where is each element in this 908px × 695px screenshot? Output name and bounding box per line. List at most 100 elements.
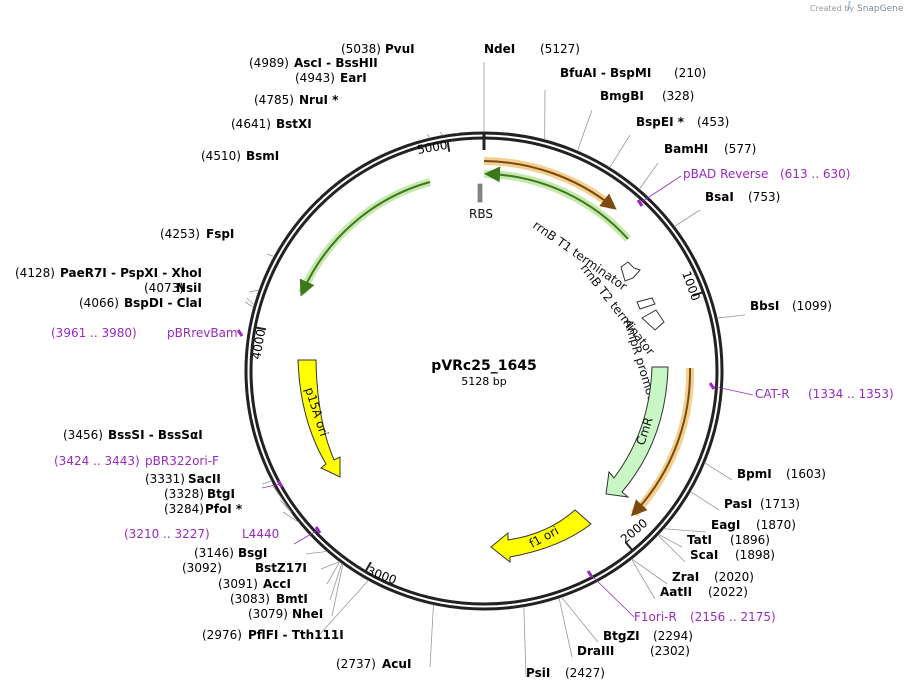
feature-green-left[interactable] (299, 181, 431, 297)
site-name: ZraI (672, 570, 699, 584)
feature-orange-right[interactable] (630, 367, 692, 517)
feature-orange-top[interactable] (483, 160, 617, 210)
restriction-site[interactable]: NdeI(5127) (484, 42, 580, 56)
restriction-site[interactable]: PvuI(5038) (341, 42, 415, 56)
feature-f1-ori-arrow[interactable] (490, 509, 592, 564)
restriction-site[interactable]: BssSI - BssSαI(3456) (63, 428, 203, 442)
tick-label: 1000 (679, 269, 703, 302)
site-name: FspI (206, 227, 234, 241)
site-name: TatI (687, 533, 712, 547)
restriction-site[interactable]: PaeR7I - PspXI - XhoI(4128) (15, 266, 202, 280)
primer-range: (613 .. 630) (780, 167, 850, 181)
restriction-site[interactable]: BmtI(3083) (230, 592, 308, 606)
site-leader-line (609, 134, 631, 168)
site-coordinate: (2020) (714, 570, 754, 584)
restriction-site[interactable]: BtgZI(2294) (603, 629, 693, 643)
tick-label: 4000 (249, 328, 268, 361)
restriction-site[interactable]: BsmI (4510) (201, 149, 279, 163)
site-name: AatII (660, 585, 692, 599)
feature-rbs-mark[interactable] (477, 183, 483, 203)
restriction-site[interactable]: AccI(3091) (218, 577, 291, 591)
restriction-site[interactable]: BamHI (577) (664, 142, 756, 156)
restriction-site[interactable]: EarI(4943) (295, 71, 367, 85)
primers: pBAD Reverse(613 .. 630)CAT-R(1334 .. 13… (51, 167, 894, 624)
primer-name[interactable]: L4440 (242, 527, 279, 541)
primer-name[interactable]: pBR322ori-F (145, 454, 219, 468)
restriction-site[interactable]: PflFI - Tth111I(2976) (202, 628, 344, 642)
restriction-site[interactable]: BsgI(3146) (194, 546, 267, 560)
feature-cmr-arrow[interactable] (605, 366, 669, 498)
feature-t1-terminator-arrow[interactable] (620, 261, 641, 282)
site-leader-line (266, 253, 275, 257)
restriction-site[interactable]: BspDI - ClaI(4066) (79, 296, 202, 310)
site-leader-line (326, 561, 341, 585)
site-leader-line (329, 562, 343, 601)
restriction-site[interactable]: BbsI(1099) (750, 299, 832, 313)
restriction-site[interactable]: ScaI(1898) (690, 548, 775, 562)
restriction-site[interactable]: BmgBI(328) (600, 89, 694, 103)
tick-mark (364, 561, 372, 573)
restriction-site[interactable]: AscI - BssHII(4989) (249, 56, 378, 70)
primer-name[interactable]: CAT-R (755, 387, 790, 401)
restriction-site[interactable]: BpmI(1603) (737, 467, 826, 481)
primer-range: (3210 .. 3227) (124, 527, 210, 541)
restriction-site[interactable]: DraIII(2302) (577, 644, 690, 658)
site-coordinate: (1870) (756, 518, 796, 532)
site-leader-line (704, 462, 733, 481)
restriction-site[interactable]: ZraI (2020) (672, 570, 754, 584)
restriction-site[interactable]: NsiI(4073) (144, 281, 202, 295)
feature-t2-terminator-arrow[interactable] (636, 297, 656, 310)
site-leader-line (426, 133, 431, 139)
site-name: BamHI (664, 142, 708, 156)
tick-label: 5000 (416, 138, 449, 157)
restriction-site[interactable]: EagI(1870) (711, 518, 796, 532)
site-coordinate: (577) (724, 142, 756, 156)
restriction-site[interactable]: AatII (2022) (660, 585, 748, 599)
primer-name[interactable]: pBRrevBam (167, 326, 238, 340)
restriction-site[interactable]: AcuI(2737) (336, 657, 411, 671)
site-name: BsmI (246, 149, 279, 163)
site-leader-line (272, 485, 292, 513)
primer-name[interactable]: pBAD Reverse (683, 167, 768, 181)
site-coordinate: (4510) (201, 149, 241, 163)
restriction-site[interactable]: TatI(1896) (687, 533, 770, 547)
primer-name[interactable]: F1ori-R (634, 610, 677, 624)
restriction-site[interactable]: BspEI *(453) (636, 115, 729, 129)
site-name: NsiI (176, 281, 202, 295)
restriction-site[interactable]: BtgI(3328) (164, 487, 235, 501)
site-coordinate: (2022) (708, 585, 748, 599)
restriction-site[interactable]: PsiI(2427) (526, 666, 605, 680)
restriction-site[interactable]: SacII(3331) (145, 472, 221, 486)
site-coordinate: (2302) (650, 644, 690, 658)
site-leader-line (317, 196, 320, 199)
site-leader-line (244, 301, 254, 308)
site-leader-line (558, 597, 573, 658)
site-leader-line (305, 550, 328, 555)
site-coordinate: (3079) (248, 607, 288, 621)
site-labels: NdeI(5127) BfuAI - BspMI(210) BmgBI(328) Bs… (15, 42, 832, 680)
restriction-site[interactable]: NheI(3079) (248, 607, 323, 621)
site-coordinate: (3328) (164, 487, 204, 501)
site-leader-line (319, 579, 369, 635)
tick-mark (624, 541, 634, 552)
site-leader-line (429, 604, 434, 668)
feature-ampr-promoter-arrow[interactable] (641, 309, 665, 331)
restriction-site[interactable]: NruI *(4785) (254, 93, 339, 107)
feature-green-top[interactable] (484, 166, 629, 240)
site-name: BfuAI - BspMI (560, 66, 651, 80)
site-leader-line (384, 151, 387, 154)
site-coordinate: (4128) (15, 266, 55, 280)
restriction-site[interactable]: BfuAI - BspMI(210) (560, 66, 706, 80)
restriction-site[interactable]: BsaI(753) (705, 190, 780, 204)
site-coordinate: (4066) (79, 296, 119, 310)
feature-p15a-ori-arrow[interactable] (297, 359, 341, 478)
restriction-site[interactable]: BstZ17I(3092) (182, 561, 307, 575)
site-leader-line (658, 533, 683, 548)
restriction-site[interactable]: PfoI *(3284) (164, 502, 243, 516)
site-leader-line (638, 162, 659, 190)
restriction-site[interactable]: PasI(1713) (724, 497, 800, 511)
site-leader-line (631, 558, 656, 600)
restriction-site[interactable]: BstXI(4641) (231, 117, 312, 131)
restriction-site[interactable]: FspI(4253) (160, 227, 234, 241)
site-name: PflFI - Tth111I (248, 628, 344, 642)
